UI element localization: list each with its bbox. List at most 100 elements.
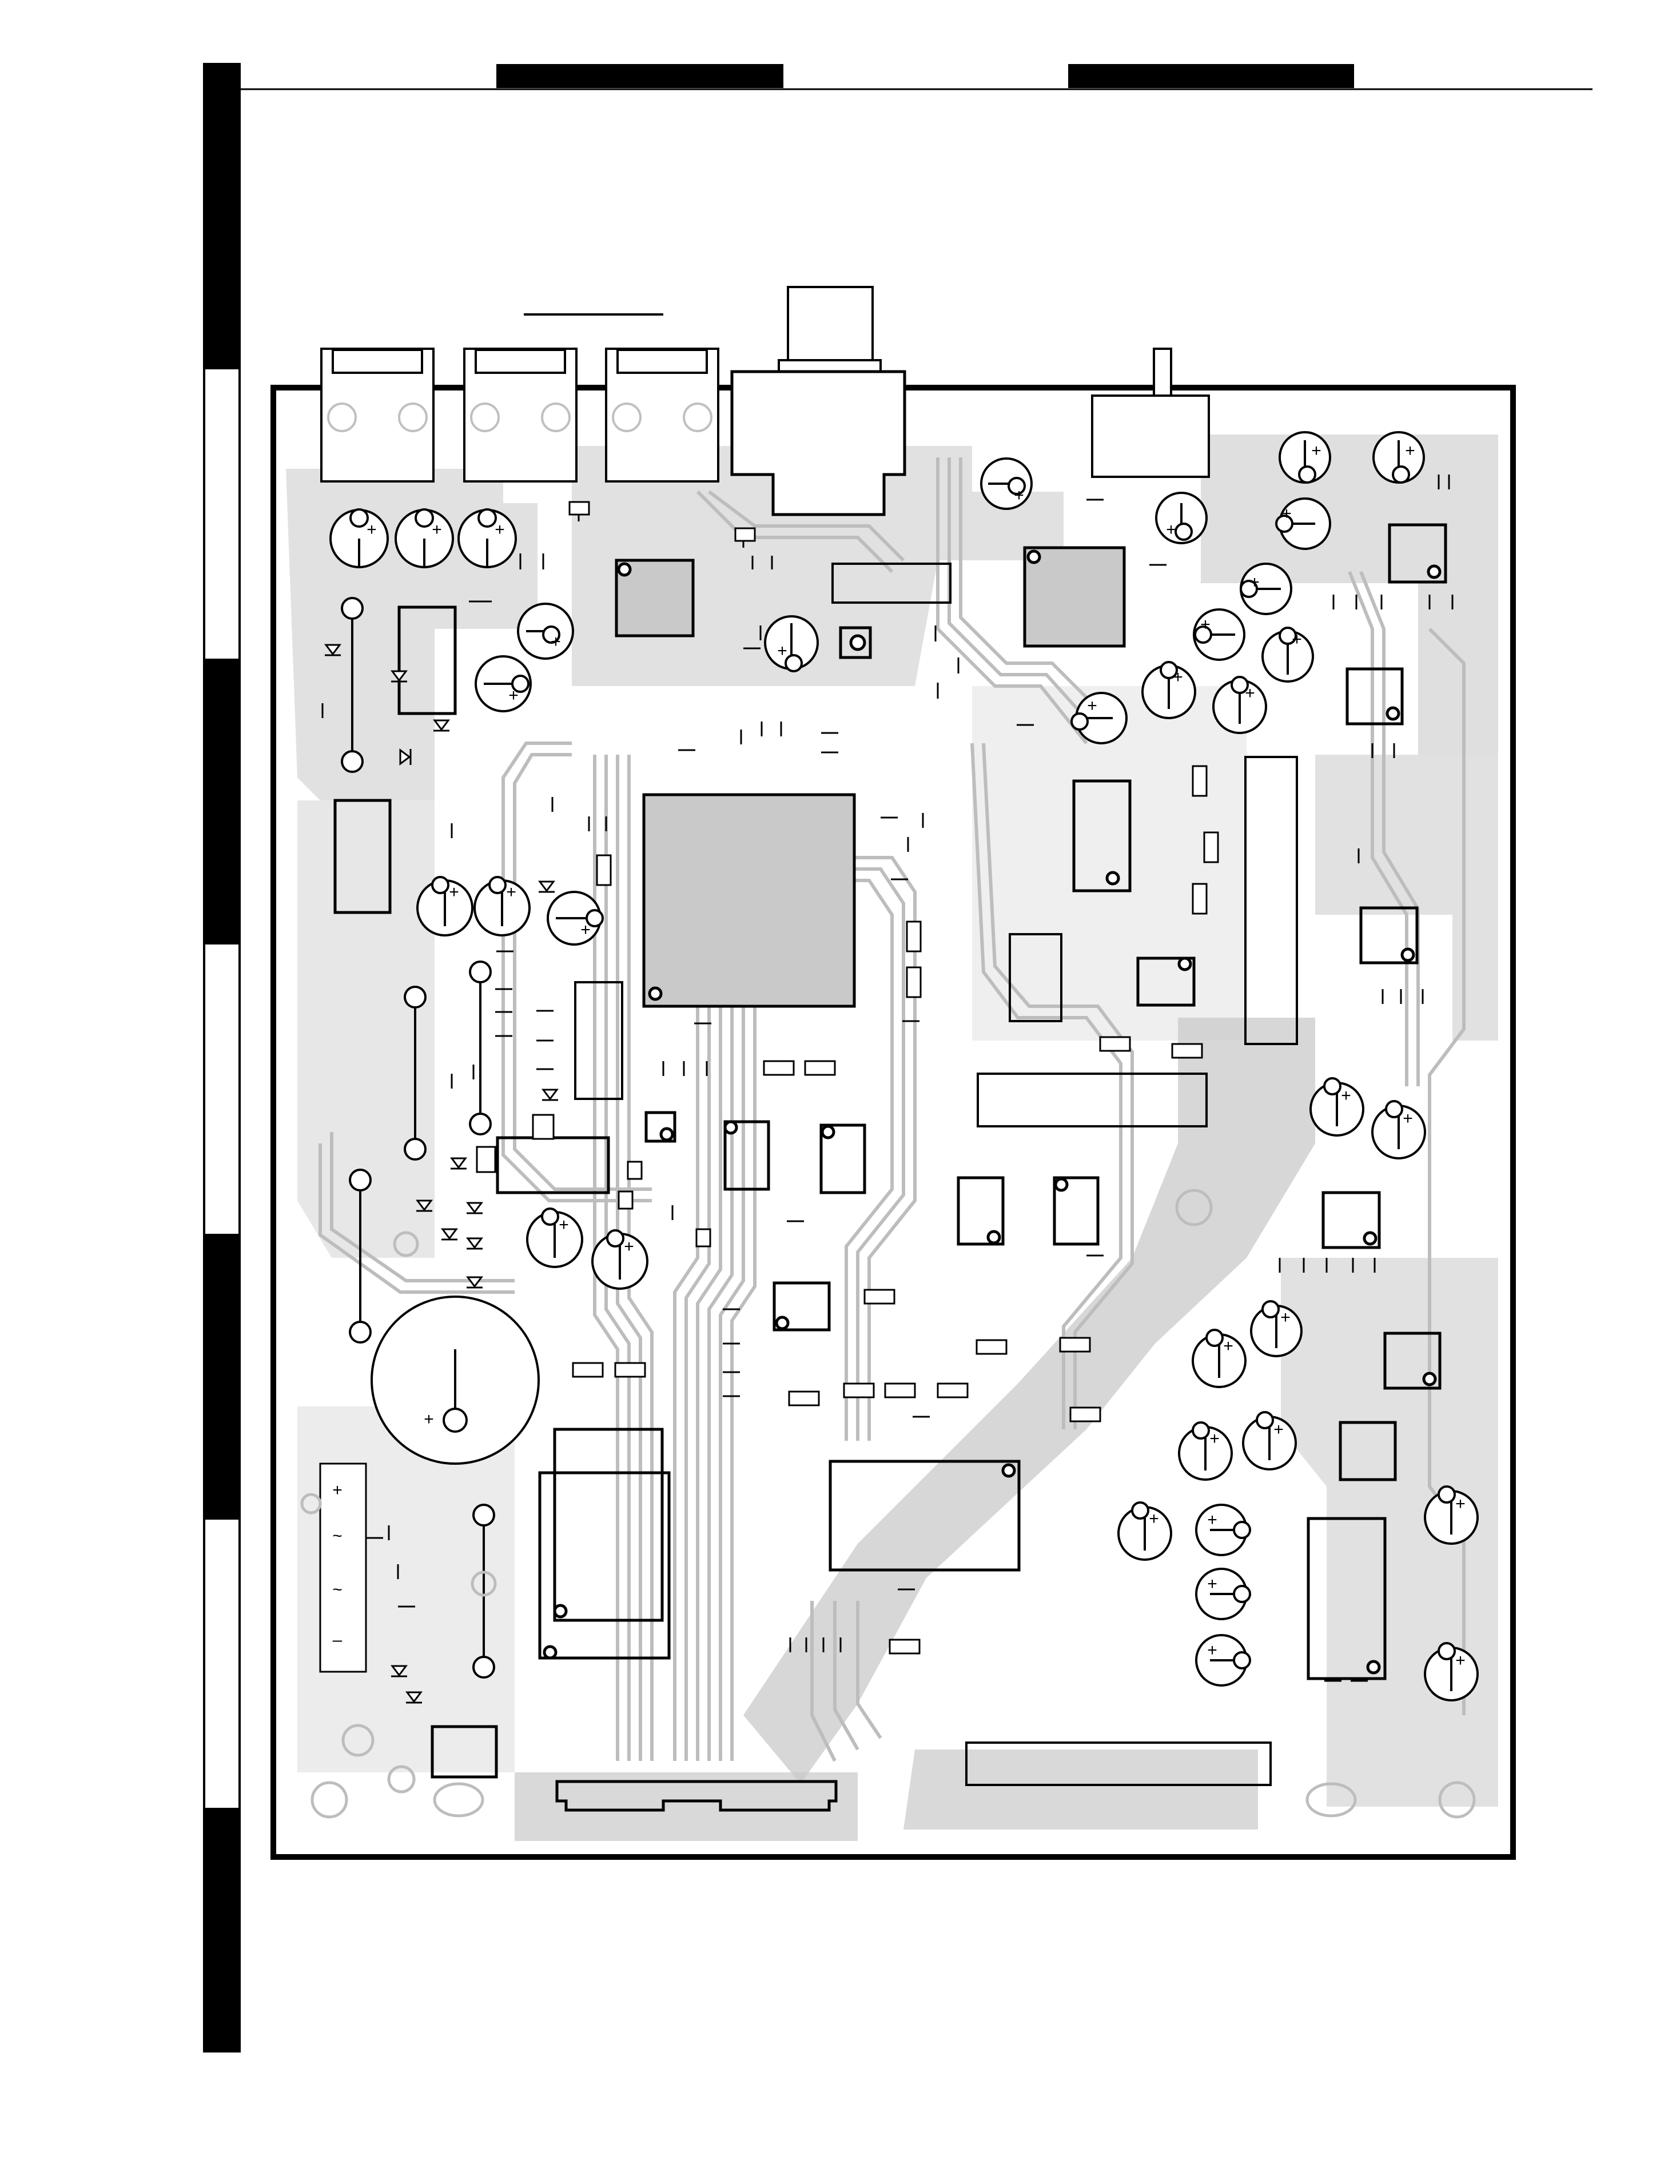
diode-icon xyxy=(542,1089,559,1101)
smd-resistors xyxy=(476,501,1219,1655)
ic-chip-icon xyxy=(957,1176,1005,1246)
ic-chip-icon xyxy=(1072,779,1132,892)
electrolytic-capacitor-icon xyxy=(1141,661,1196,719)
ic-chip-icon xyxy=(829,1460,1021,1572)
electrolytic-capacitor-icon xyxy=(517,603,574,660)
diode-icon xyxy=(466,1237,483,1250)
electrolytic-capacitor-icon xyxy=(1275,497,1331,550)
polarity-mark: + xyxy=(449,883,459,902)
dc-jack xyxy=(730,286,906,516)
polarity-mark: + xyxy=(1455,1651,1466,1670)
electrolytic-capacitor-icon xyxy=(1371,1100,1426,1159)
polarity-mark: + xyxy=(1405,441,1415,460)
mounting-hole-icon xyxy=(341,1724,375,1757)
electrolytic-capacitor-icon xyxy=(1117,1501,1172,1561)
electrolytic-capacitor-icon xyxy=(1195,1568,1251,1620)
polarity-mark: + xyxy=(1207,1511,1217,1529)
electrolytic-capacitor-icon xyxy=(1372,431,1425,484)
electrolytic-capacitor-icon xyxy=(1240,563,1292,615)
polarity-mark: + xyxy=(367,520,377,539)
electrolytic-capacitor-icon xyxy=(1212,676,1267,734)
polarity-mark: + xyxy=(1245,684,1255,703)
polarity-mark: + xyxy=(1207,1641,1217,1660)
power-minus-label: – xyxy=(333,1631,343,1649)
ic-chip-icon xyxy=(1307,1517,1387,1680)
electrolytic-capacitor-icon xyxy=(457,508,517,568)
electrolytic-capacitor-icon xyxy=(473,876,531,936)
polarity-mark: + xyxy=(508,686,519,705)
polarity-mark: + xyxy=(580,920,591,939)
battery-polarity: + xyxy=(424,1410,434,1429)
diode-icon xyxy=(450,1157,467,1170)
polarity-mark: + xyxy=(495,520,505,539)
mounting-hole-icon xyxy=(433,1782,484,1818)
ruler-band xyxy=(204,659,240,944)
diode-icon xyxy=(441,1228,458,1241)
power-tilde-2-label: ~ xyxy=(332,1580,343,1599)
polarity-mark: + xyxy=(1341,1086,1351,1105)
ic-chip-icon xyxy=(1053,1176,1100,1246)
ruler-band xyxy=(204,64,240,369)
polarity-mark: + xyxy=(1149,1509,1159,1528)
ic-chip-icon xyxy=(1345,667,1404,726)
ic-chips xyxy=(333,523,1447,1812)
polarity-mark: + xyxy=(1207,1575,1217,1593)
ic-chip-icon xyxy=(1383,1332,1442,1390)
mounting-hole-icon xyxy=(393,1231,419,1257)
polarity-mark: + xyxy=(1273,1420,1284,1439)
diode-icon xyxy=(538,880,555,893)
ic-chip-icon xyxy=(538,1428,671,1660)
tab-mark xyxy=(496,64,783,88)
rca-jacks xyxy=(320,286,1210,516)
ic-chip-icon xyxy=(723,1120,770,1191)
polarity-mark: + xyxy=(559,1215,569,1234)
electrolytic-capacitor-icon xyxy=(1309,1077,1364,1137)
electrolytic-capacitor-icon xyxy=(395,508,454,568)
ic-chip-icon xyxy=(1339,1421,1397,1481)
ic-chip-icon xyxy=(615,559,695,637)
diode-icon xyxy=(391,670,408,683)
electrolytic-capacitor-icon xyxy=(526,1207,583,1268)
polarity-mark: + xyxy=(551,632,561,651)
smd-marks xyxy=(321,475,1454,1682)
electrolytic-capacitor-icon xyxy=(1193,608,1245,661)
top-header xyxy=(240,64,1593,90)
ic-chip-icon xyxy=(1388,523,1447,584)
electrolytic-capacitor-icon xyxy=(1261,627,1314,683)
mounting-hole-icon xyxy=(471,1571,497,1597)
copper-pours xyxy=(286,435,1498,1841)
mounting-holes xyxy=(300,1189,1476,1819)
ic-chip-icon xyxy=(1023,546,1126,648)
ic-chip-icon xyxy=(644,1111,676,1143)
ic-chip-icon xyxy=(839,626,872,659)
diode-icon xyxy=(433,719,450,732)
polarity-mark: + xyxy=(1249,573,1260,592)
ic-chip-icon xyxy=(1321,1191,1381,1249)
polarity-mark: + xyxy=(506,883,516,902)
ic-chip-icon xyxy=(819,1123,866,1194)
electrolytic-capacitor-icon xyxy=(416,876,473,936)
polarity-mark: + xyxy=(1014,486,1024,505)
mounting-hole-icon xyxy=(300,1493,322,1515)
rca-jack-icon xyxy=(605,348,719,483)
electrolytic-capacitor-icon xyxy=(764,615,819,672)
electrolytic-capacitor-icon xyxy=(1195,1634,1251,1687)
diode-icon xyxy=(466,1276,483,1289)
diodes xyxy=(324,644,559,1704)
polarity-mark: + xyxy=(1209,1429,1220,1448)
power-tilde-1-label: ~ xyxy=(332,1527,343,1545)
electrolytic-capacitor-icon xyxy=(1195,1504,1251,1556)
polarity-mark: + xyxy=(432,520,442,539)
electrolytic-capacitor-icon xyxy=(1279,431,1331,484)
diode-icon xyxy=(416,1199,433,1212)
electrolytic-capacitor-icon xyxy=(591,1229,648,1290)
electrolytic-capacitor-icon xyxy=(980,457,1033,510)
rca-jack-icon xyxy=(320,348,435,483)
electrolytic-capacitor-icon xyxy=(1424,1485,1479,1545)
ic-chip-icon xyxy=(773,1281,831,1332)
ic-chip-icon xyxy=(1359,906,1419,965)
diode-icon xyxy=(466,1202,483,1214)
diode-icon xyxy=(399,748,412,766)
tab-mark xyxy=(1068,64,1354,88)
